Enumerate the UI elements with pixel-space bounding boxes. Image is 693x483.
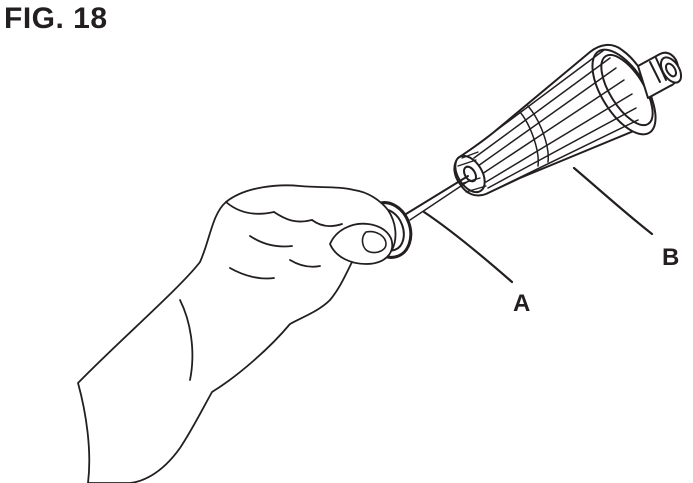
nozzle-rear-collar-inner <box>600 53 654 127</box>
nozzle-band <box>519 111 539 167</box>
nozzle-ribs <box>469 49 639 193</box>
callout-label-b: B <box>662 244 679 271</box>
leader-line-b <box>572 166 654 236</box>
leader-line-a <box>422 210 514 284</box>
figure-title: FIG. 18 <box>4 2 108 35</box>
callout-label-a: A <box>513 290 530 317</box>
leader-lines <box>422 166 654 284</box>
spray-nozzle-icon <box>453 44 683 197</box>
pin-wire <box>405 175 469 215</box>
hand-icon <box>77 184 397 483</box>
